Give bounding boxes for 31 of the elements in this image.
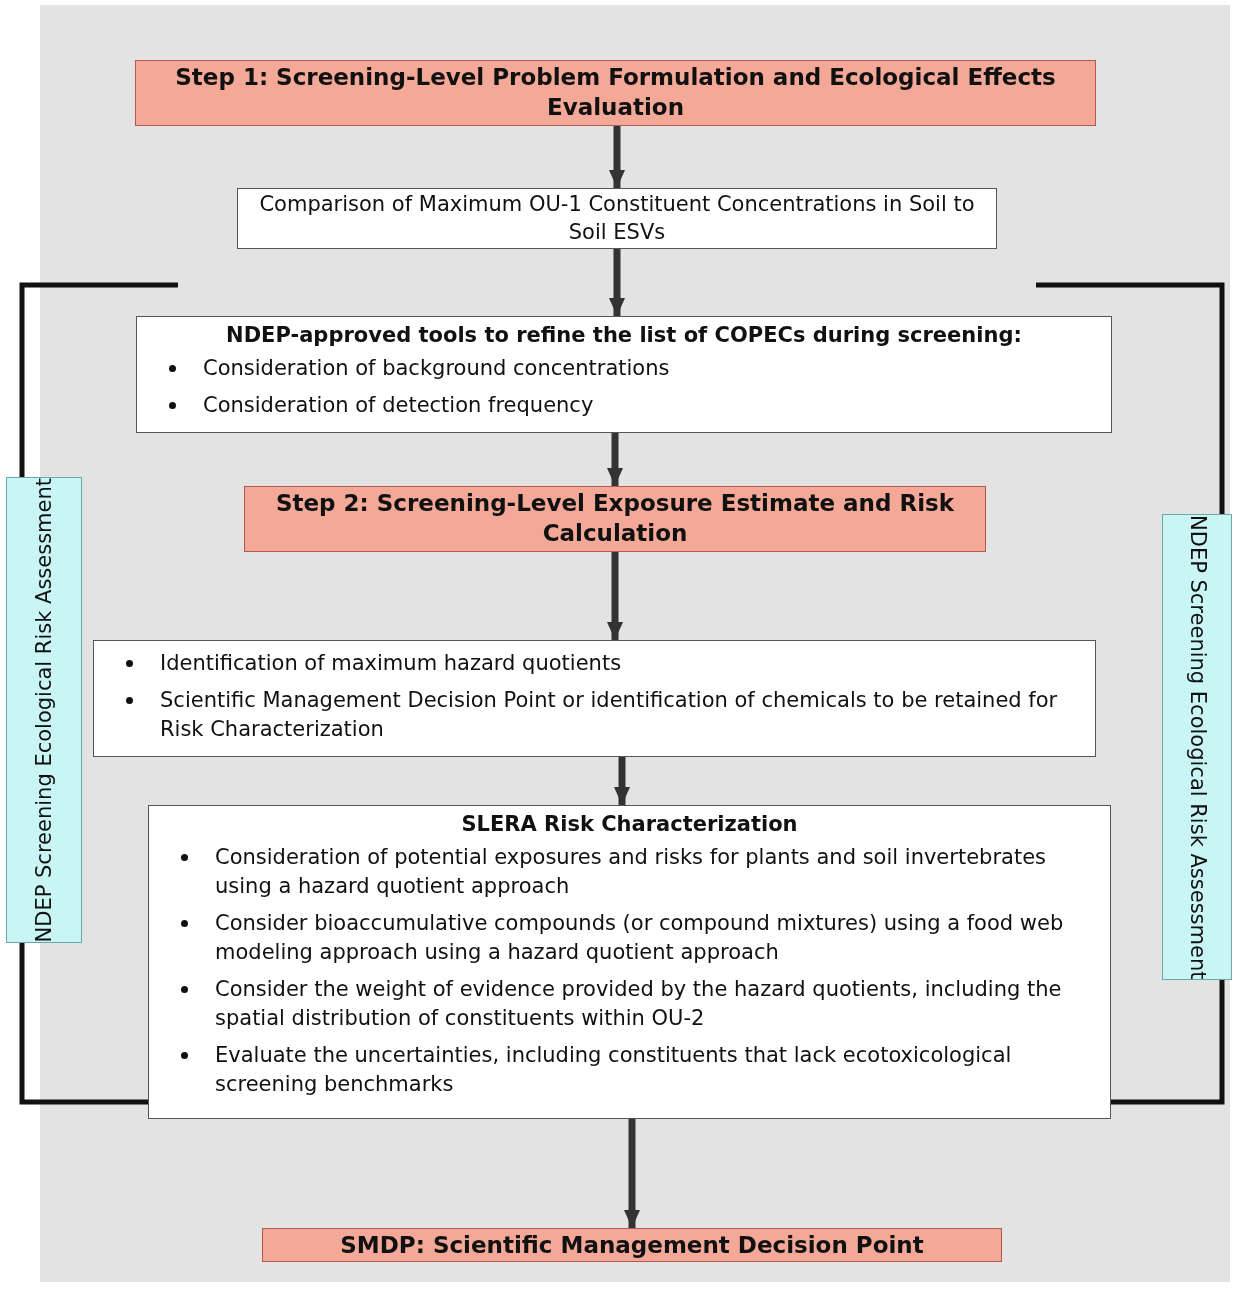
- box-heading: NDEP-approved tools to refine the list of COPECs during screening:: [225, 322, 1023, 349]
- bullet-text: Consideration of background concentrations: [203, 356, 670, 380]
- arrow: [609, 126, 625, 188]
- arrow: [607, 433, 623, 486]
- step-box: [135, 60, 1096, 126]
- step-title: Step 1: Screening-Level Problem Formulation and Ecological Effects Evaluation: [175, 64, 1056, 120]
- process-box: [237, 188, 997, 249]
- bullet-text: Consider bioaccumulative compounds (or compound mixtures) using a food web modeling approach using a hazard quotient approach: [215, 911, 1064, 964]
- step-title: Step 2: Screening-Level Exposure Estimate and Risk Calculation: [275, 490, 955, 546]
- bullet-text: Evaluate the uncertainties, including constituents that lack ecotoxicological screening benchmarks: [215, 1043, 1012, 1096]
- bullet-text: Identification of maximum hazard quotients: [160, 651, 622, 675]
- arrow: [609, 249, 625, 316]
- arrow: [624, 1119, 640, 1228]
- bullet-text: Consideration of potential exposures and risks for plants and soil invertebrates using a hazard quotient approach: [215, 845, 1046, 898]
- bullet-text: Consider the weight of evidence provided by the hazard quotients, including the spatial distribution of constituents within OU-2: [215, 977, 1062, 1030]
- arrow: [614, 757, 630, 805]
- box-text: Comparison of Maximum OU-1 Constituent Concentrations in Soil to Soil ESVs: [259, 192, 975, 244]
- side-label: NDEP Screening Ecological Risk Assessment: [1184, 515, 1211, 980]
- arrow: [607, 552, 623, 640]
- bullet-text: Scientific Management Decision Point or identification of chemicals to be retained for Risk Characterization: [160, 688, 1058, 741]
- process-box: [148, 805, 1111, 1119]
- step-title: SMDP: Scientific Management Decision Point: [340, 1232, 924, 1258]
- step-box: [244, 486, 986, 552]
- box-heading: SLERA Risk Characterization: [460, 811, 799, 838]
- bullet-text: Consideration of detection frequency: [203, 393, 594, 417]
- side-label-box: [6, 477, 82, 944]
- side-label: NDEP Screening Ecological Risk Assessment: [30, 478, 57, 943]
- process-box: [93, 640, 1096, 757]
- process-box: [136, 316, 1112, 433]
- step-box: [262, 1228, 1002, 1262]
- side-label-box: [1162, 514, 1232, 981]
